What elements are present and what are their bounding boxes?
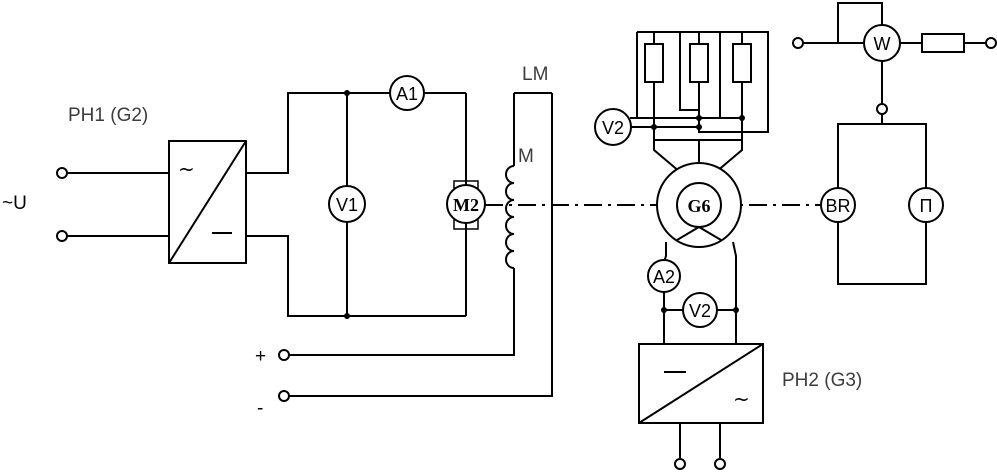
lm-label: LM — [522, 64, 548, 85]
voltmeter-v2-top-label: V2 — [602, 118, 624, 138]
load-resistor-2 — [689, 43, 709, 83]
ph1-label: PH1 (G2) — [68, 105, 148, 126]
field-winding-lm: LM M + - — [255, 64, 553, 419]
ac-supply-label: ~U — [2, 193, 27, 214]
load-resistor-3 — [732, 43, 752, 83]
voltmeter-v2-bottom-label: V2 — [689, 301, 711, 321]
dc-minus-terminal — [278, 390, 290, 402]
resistor-2-wire — [679, 32, 700, 111]
wattmeter-input-terminal — [792, 37, 804, 49]
ac-input-group: ~U — [2, 167, 169, 242]
exc-wire-left-top — [663, 242, 667, 263]
rectifier-ph1: PH1 (G2) ~ — [68, 105, 247, 264]
ammeter-a2 — [647, 259, 681, 293]
ph2-label: PH2 (G3) — [782, 370, 862, 391]
ph2-ac-terminal-left — [674, 458, 686, 470]
rotor-lead-right — [698, 226, 722, 241]
junction — [344, 90, 350, 96]
voltmeter-v2-top — [594, 108, 632, 146]
wattmeter-lower-terminal — [876, 103, 888, 115]
junction — [661, 307, 667, 313]
generator-stator-wires — [653, 140, 743, 173]
motor-m2-label: M2 — [453, 195, 479, 215]
brake-wire-top — [837, 123, 927, 188]
exc-wire-right — [732, 241, 737, 344]
field-coil — [505, 165, 515, 269]
voltmeter-v1 — [328, 185, 366, 223]
dc-plus-terminal — [278, 349, 290, 361]
resistor-bank: V2 — [594, 31, 769, 146]
load-resistor-1 — [644, 43, 664, 83]
wire-field-minus — [290, 93, 553, 397]
junction — [344, 313, 350, 319]
generator-g6-label: G6 — [687, 196, 710, 216]
wattmeter-output-terminal — [985, 37, 997, 49]
ammeter-a1-label: A1 — [396, 84, 418, 104]
ph2-ac-terminal-right — [714, 458, 726, 470]
stator-wire-left — [653, 140, 681, 173]
voltmeter-v2-bottom — [682, 292, 718, 328]
excitation-circuit: A2 V2 — [647, 241, 739, 344]
wattmeter-label: W — [874, 34, 891, 54]
device-p-label: П — [920, 196, 933, 216]
ph2-ac-symbol: ~ — [733, 387, 750, 411]
ammeter-a2-label: A2 — [653, 267, 675, 287]
junction — [733, 307, 739, 313]
wattmeter-w: W — [792, 2, 997, 104]
wire-ph1-minus — [246, 235, 466, 317]
wattmeter-voltage-coil-wire — [837, 2, 883, 43]
fuse — [921, 33, 965, 53]
wire-ph1-plus — [246, 92, 390, 174]
minus-label: - — [257, 398, 263, 419]
ac-input-terminal-top — [56, 167, 68, 179]
ph1-ac-symbol: ~ — [178, 157, 195, 181]
ac-input-terminal-bottom — [56, 230, 68, 242]
motor-m2: M2 — [446, 180, 486, 230]
ph1-diagonal — [168, 140, 247, 264]
ph1-box — [168, 140, 247, 264]
generator-g6: G6 — [656, 162, 742, 248]
brake-circuit: BR П — [820, 103, 944, 285]
plus-label: + — [255, 346, 266, 367]
ph2-diagonal — [638, 343, 764, 424]
brake-wire-bottom — [837, 222, 927, 285]
rectifier-ph2: ~ PH2 (G3) — [638, 343, 862, 470]
ammeter-a1 — [389, 75, 425, 111]
wire-field-plus — [290, 268, 515, 356]
stator-wire-right — [715, 140, 743, 173]
ph2-box — [638, 343, 764, 424]
armature-circuit: A1 V1 — [246, 75, 467, 319]
m-label: M — [518, 146, 534, 167]
rotor-lead-left — [676, 226, 700, 241]
brake-br-label: BR — [825, 196, 850, 216]
resistor-bus-right — [720, 31, 769, 133]
voltmeter-v1-label: V1 — [336, 195, 358, 215]
